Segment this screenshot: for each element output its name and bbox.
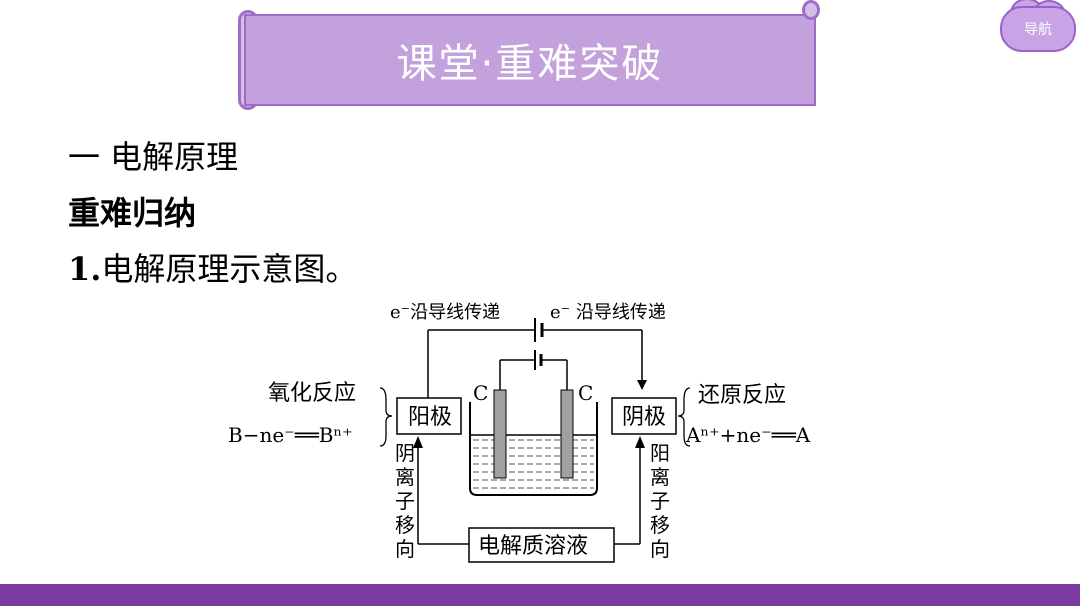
left-ion-char: 阴 [395,441,415,465]
electrolyte-box [468,527,615,563]
electrolysis-diagram: e⁻沿导线传递 e⁻ 沿导线传递 C C 阳极 阴极 氧化反应 B−ne⁻══B… [228,302,811,563]
right-ion-flow: 阳 离 子 移 向 [650,441,670,561]
anode-label: 阳极 [408,405,452,430]
footer-bar [0,584,1080,606]
right-reaction-name: 还原反应 [698,383,786,408]
left-reaction-name: 氧化反应 [268,381,356,406]
arrow-down-to-cathode [637,380,647,390]
right-equation: Aⁿ⁺+ne⁻══A [685,423,811,447]
banner-scroll-curl-right [802,0,820,20]
anode-box [396,397,462,435]
left-electrode-label: C [473,381,488,405]
left-ion-char: 移 [395,513,415,537]
left-ion-flow: 阴 离 子 移 向 [395,441,415,561]
cathode-box [611,397,677,435]
electrolyte-label: 电解质溶液 [478,534,588,559]
left-ion-char: 子 [395,489,415,513]
top-left-label: e⁻沿导线传递 [390,302,500,323]
sub-title: 重难归纳 [68,194,197,232]
right-ion-char: 向 [650,537,670,561]
left-electrode-rod [493,389,507,479]
banner-title: 课堂·重难突破 [244,14,816,106]
left-ion-char: 离 [395,465,415,489]
arrow-up-to-cathode [635,436,645,448]
right-electrode-label: C [578,381,593,405]
point-title: 1.电解原理示意图。 [68,244,357,290]
arrow-up-to-anode [413,436,423,448]
right-ion-char: 离 [650,465,670,489]
beaker [469,402,598,496]
nav-button[interactable]: 导航 [1000,0,1076,52]
point-number: 1. [68,250,102,288]
section-title: 一 电解原理 [68,138,239,176]
right-ion-char: 子 [650,489,670,513]
right-electrode-rod [560,389,574,479]
left-brace [379,387,393,447]
electrolyte-liquid [473,439,594,489]
right-ion-char: 移 [650,513,670,537]
top-right-label: e⁻ 沿导线传递 [550,302,666,323]
right-brace [677,387,691,447]
cathode-label: 阴极 [622,405,666,430]
left-ion-char: 向 [395,537,415,561]
point-title-text: 电解原理示意图。 [101,250,358,288]
right-ion-char: 阳 [650,441,670,465]
left-equation: B−ne⁻══Bⁿ⁺ [228,423,353,447]
